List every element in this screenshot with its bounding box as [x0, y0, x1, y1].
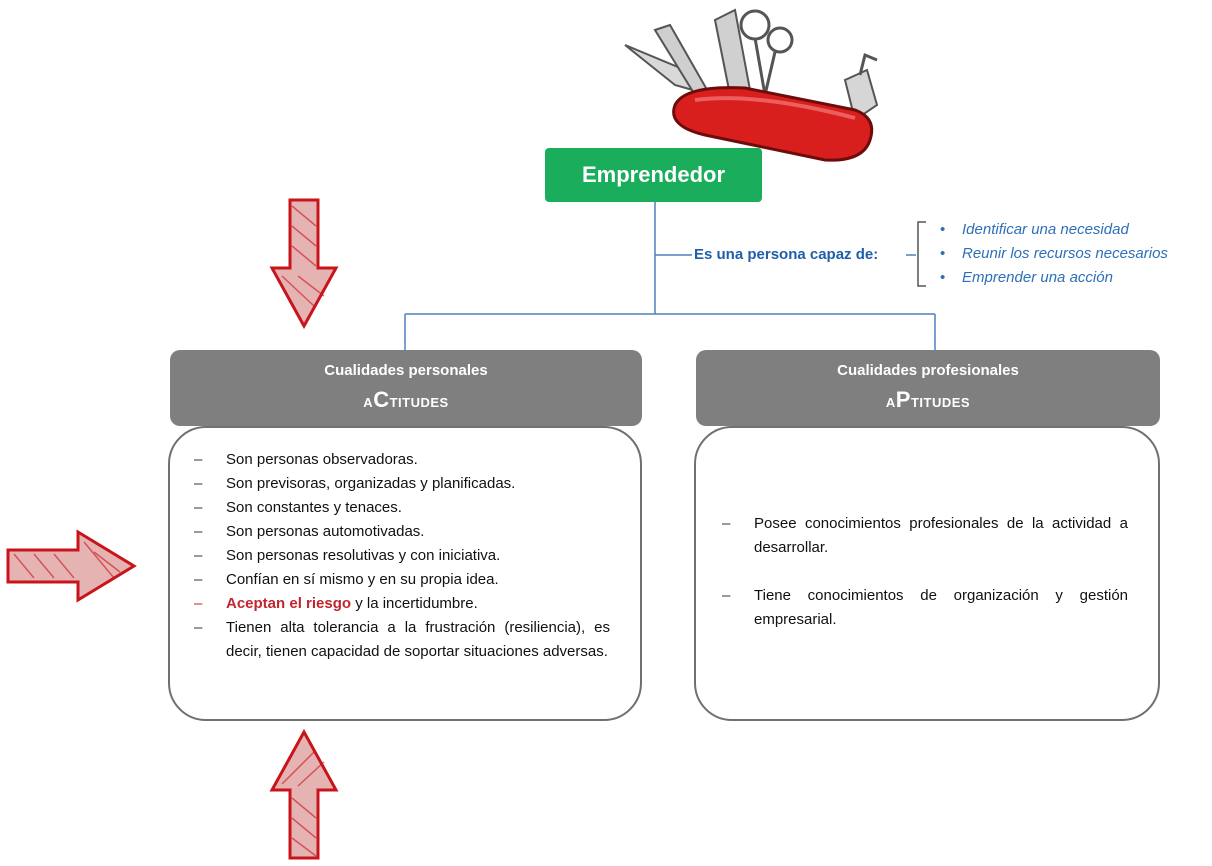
swiss-army-knife-icon	[624, 8, 879, 162]
risk-bold-text: Aceptan el riesgo	[226, 595, 352, 612]
attitudes-subtitle: aCtitudes	[170, 387, 642, 413]
list-item: Son previsoras, organizadas y planificad…	[194, 472, 610, 496]
capability-item: Identificar una necesidad	[934, 218, 1168, 242]
list-item: Tiene conocimientos de organización y ge…	[722, 584, 1128, 632]
aptitudes-subtitle: aPtitudes	[696, 387, 1160, 413]
list-item: Son personas observadoras.	[194, 448, 610, 472]
professional-qualities-header: Cualidades profesionales aPtitudes	[696, 350, 1160, 426]
subtitle-lead: a	[885, 395, 896, 410]
list-item-risk: Aceptan el riesgo y la incertidumbre.	[194, 592, 610, 616]
subtitle-rest: titudes	[910, 395, 971, 410]
list-item: Confían en sí mismo y en su propia idea.	[194, 568, 610, 592]
professional-qualities-title: Cualidades profesionales	[837, 362, 1019, 379]
risk-rest-text: y la incertidumbre.	[351, 595, 478, 612]
list-item: Tienen alta tolerancia a la frustración …	[194, 616, 610, 664]
list-item: Posee conocimientos profesionales de la …	[722, 512, 1128, 560]
root-node: Emprendedor	[545, 148, 762, 202]
down-arrow-icon	[269, 198, 339, 330]
subtitle-rest: titudes	[389, 395, 449, 410]
attitudes-list: Son personas observadoras. Son previsora…	[194, 448, 610, 664]
list-item: Son constantes y tenaces.	[194, 496, 610, 520]
aptitudes-list: Posee conocimientos profesionales de la …	[722, 512, 1128, 632]
list-item: Son personas automotivadas.	[194, 520, 610, 544]
aptitudes-panel: Posee conocimientos profesionales de la …	[694, 426, 1160, 721]
list-item: Son personas resolutivas y con iniciativ…	[194, 544, 610, 568]
right-arrow-icon	[6, 529, 137, 603]
subtitle-cap: P	[895, 387, 911, 412]
personal-qualities-title: Cualidades personales	[324, 362, 488, 379]
capability-label: Es una persona capaz de:	[694, 246, 879, 263]
capability-list: Identificar una necesidad Reunir los rec…	[934, 218, 1168, 290]
root-title: Emprendedor	[581, 162, 726, 187]
personal-qualities-header: Cualidades personales aCtitudes	[170, 350, 642, 426]
subtitle-cap: C	[373, 387, 390, 412]
subtitle-lead: a	[363, 395, 374, 410]
capability-item: Emprender una acción	[934, 266, 1168, 290]
capability-item: Reunir los recursos necesarios	[934, 242, 1168, 266]
up-arrow-icon	[269, 728, 339, 860]
attitudes-panel: Son personas observadoras. Son previsora…	[168, 426, 642, 721]
